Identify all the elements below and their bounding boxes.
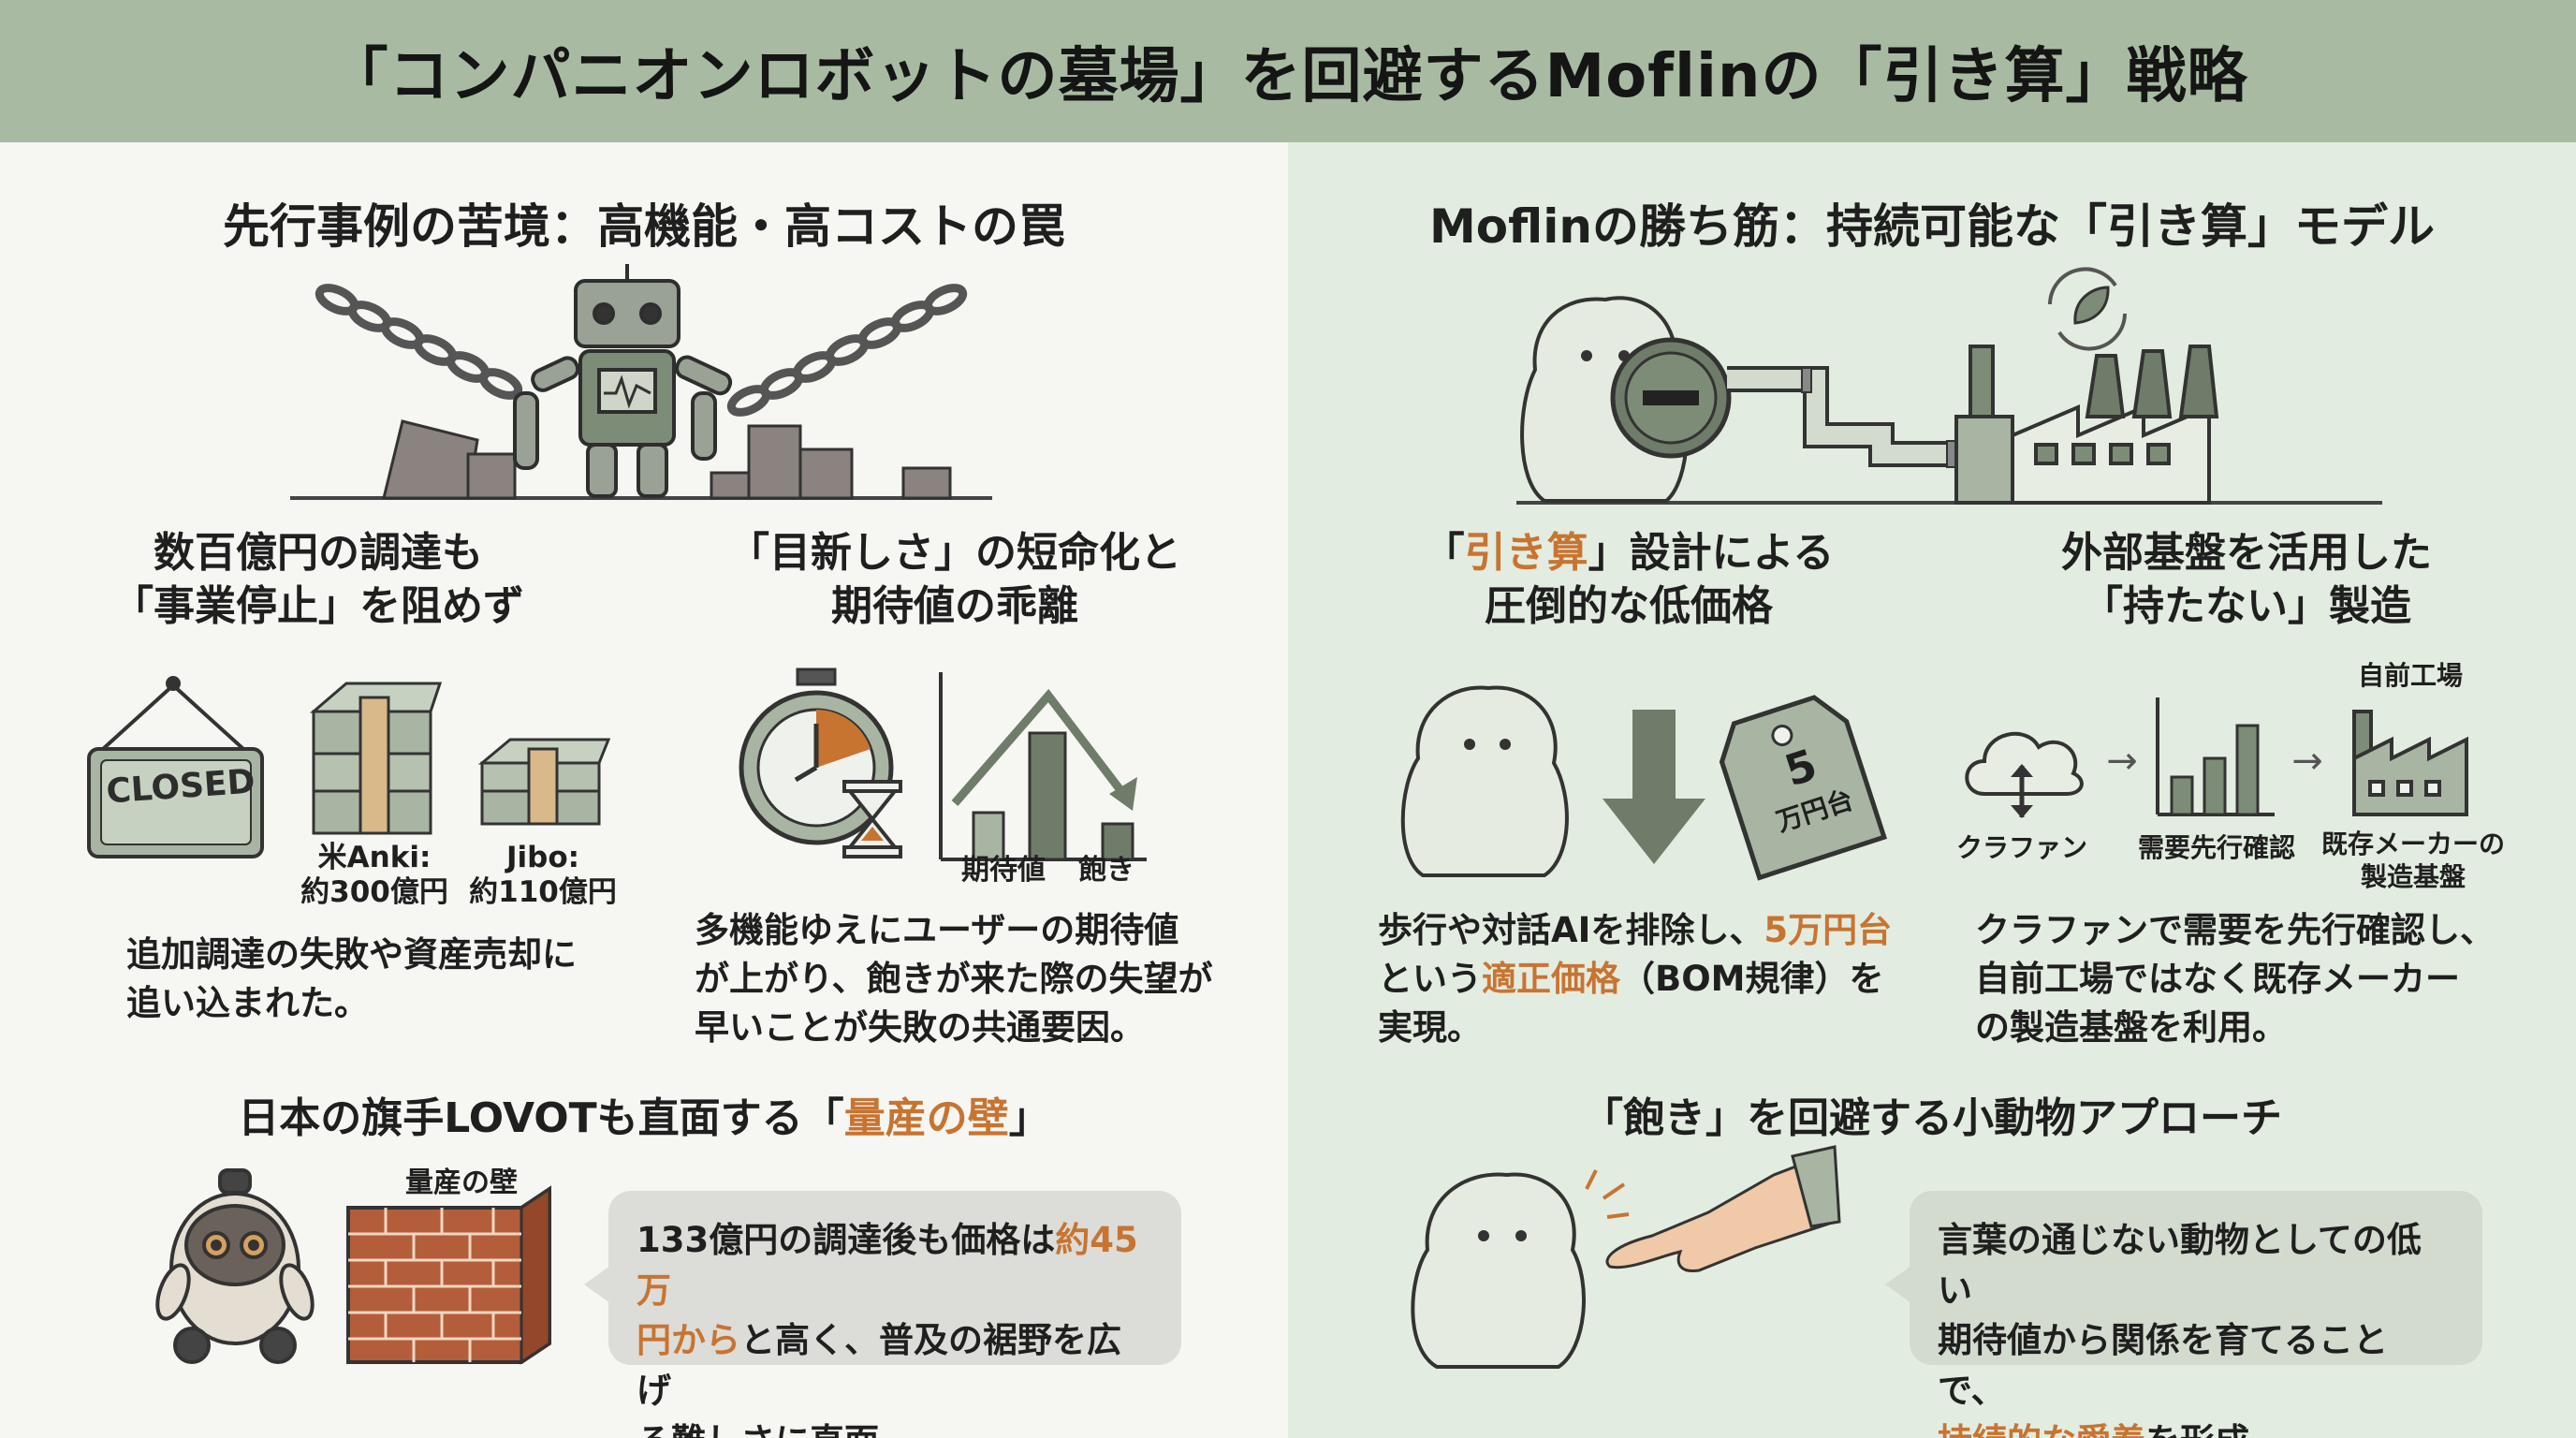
subtraction-heading-line1: 「引き算」設計による: [1367, 526, 1891, 580]
lovot-bubble-line2-text: と高く、普及の裾野を広げ: [637, 1320, 1121, 1411]
brick-wall-icon: [346, 1185, 551, 1365]
lovot-bubble-line1-text: 133億円の調達後も価格は: [637, 1220, 1056, 1260]
novelty-heading: 「目新しさ」の短命化と 期待値の乖離: [674, 526, 1236, 633]
anki-label-name: 米Anki:: [317, 841, 432, 874]
money-stack-small-icon: [477, 738, 611, 826]
flow-arrow-2: →: [2291, 740, 2323, 783]
lovot-bubble-price-highlight-2: 円から: [637, 1320, 740, 1361]
lovot-heading-pre: 日本の旗手LOVOTも直面する「: [238, 1094, 844, 1142]
asset-light-heading-line1: 外部基盤を活用した: [2061, 529, 2432, 577]
chained-robot-illustration: [290, 264, 992, 500]
novelty-description: 多機能ゆえにユーザーの期待値 が上がり、飽きが来た際の失望が 早いことが失敗の共…: [695, 906, 1275, 1051]
small-animal-bubble-line1: 言葉の通じない動物としての低い: [1938, 1220, 2422, 1311]
flow-label-manufacturer: 既存メーカーの 製造基盤: [2310, 828, 2516, 893]
price-tag-icon: [1719, 695, 1887, 881]
own-factory-label: 自前工場: [2357, 660, 2463, 691]
factory-icon: [2352, 710, 2468, 816]
subtraction-description-line2-post: （BOM規律）を: [1620, 958, 1884, 999]
left-heading: 先行事例の苦境：高機能・高コストの罠: [223, 199, 1065, 254]
demand-bars-icon: [2156, 697, 2275, 816]
asset-light-description-line2: 自前工場ではなく既存メーカー: [1975, 958, 2460, 999]
novelty-description-line3: 早いことが失敗の共通要因。: [695, 1006, 1145, 1048]
flow-label-manufacturer-line2: 製造基盤: [2360, 861, 2466, 892]
subtraction-description-line1: 歩行や対話AIを排除し、5万円台: [1378, 906, 1902, 955]
asset-light-description: クラファンで需要を先行確認し、 自前工場ではなく既存メーカー の製造基盤を利用。: [1975, 906, 2555, 1051]
closure-heading-line2: 「事業停止」を阻めず: [112, 582, 524, 631]
novelty-description-line2: が上がり、飽きが来た際の失望が: [695, 958, 1213, 999]
moflin-character-icon: [1400, 685, 1569, 877]
jibo-label: Jibo: 約110億円: [459, 841, 627, 910]
asset-light-heading: 外部基盤を活用した 「持たない」製造: [1984, 526, 2509, 633]
chart-label-expectation: 期待値: [961, 854, 1046, 887]
subtraction-description-line3: 実現。: [1378, 1006, 1482, 1048]
closure-description-line1: 追加調達の失敗や資産売却に: [126, 934, 577, 975]
small-animal-bubble: 言葉の通じない動物としての低い 期待値から関係を育てることで、 持続的な愛着を形…: [1885, 1191, 2482, 1438]
asset-light-heading-line2: 「持たない」製造: [2082, 582, 2411, 631]
subtraction-heading-line2: 圧倒的な低価格: [1485, 582, 1773, 631]
lovot-bubble: 133億円の調達後も価格は約45万 円からと高く、普及の裾野を広げ る難しさに直…: [584, 1191, 1181, 1438]
subtraction-heading-highlight: 引き算: [1464, 529, 1588, 577]
down-arrow-icon: [1603, 710, 1705, 864]
lovot-bubble-line3: る難しさに直面。: [637, 1416, 1153, 1438]
closure-description-line2: 追い込まれた。: [126, 982, 369, 1023]
right-heading: Moflinの勝ち筋：持続可能な「引き算」モデル: [1429, 199, 2435, 254]
moflin-hand-illustration: [1411, 1145, 1841, 1369]
lovot-bubble-line1: 133億円の調達後も価格は約45万: [637, 1215, 1153, 1315]
subtraction-description-line2: という適正価格（BOM規律）を: [1378, 955, 1902, 1004]
subtraction-description-fair-price: 適正価格: [1482, 958, 1620, 999]
lovot-robot-icon: [155, 1168, 315, 1364]
jibo-label-amount: 約110億円: [469, 875, 617, 910]
page-title: 「コンパニオンロボットの墓場」を回避するMoflinの「引き算」戦略: [328, 42, 2248, 111]
closed-sign-icon: [87, 676, 264, 858]
lovot-heading-post: 」: [1008, 1094, 1050, 1142]
small-animal-bubble-line3-text: を形成。: [2145, 1421, 2284, 1438]
anki-label: 米Anki: 約300億円: [290, 841, 459, 910]
closure-description: 追加調達の失敗や資産売却に 追い込まれた。: [126, 931, 651, 1028]
asset-light-description-line3: の製造基盤を利用。: [1975, 1006, 2287, 1048]
cloud-upload-icon: [1965, 731, 2084, 818]
flow-arrow-1: →: [2106, 740, 2138, 783]
stopwatch-icon: [739, 668, 902, 858]
money-stack-large-icon: [309, 682, 443, 835]
asset-light-description-line1: クラファンで需要を先行確認し、: [1975, 910, 2495, 950]
closure-heading-line1: 数百億円の調達も: [154, 529, 483, 577]
expectation-decline-chart: [939, 672, 1147, 861]
lovot-heading: 日本の旗手LOVOTも直面する「量産の壁」: [0, 1084, 1288, 1144]
subtraction-description-line2-pre: という: [1378, 958, 1482, 999]
subtraction-heading-post: 」設計による: [1588, 529, 1835, 577]
lovot-heading-highlight: 量産の壁: [843, 1094, 1009, 1142]
small-animal-bubble-line3: 持続的な愛着を形成。: [1938, 1416, 2454, 1438]
small-animal-bubble-highlight: 持続的な愛着: [1938, 1421, 2145, 1438]
title-bar: 「コンパニオンロボットの墓場」を回避するMoflinの「引き算」戦略: [0, 0, 2576, 142]
closure-heading: 数百億円の調達も 「事業停止」を阻めず: [56, 526, 580, 633]
wall-label: 量産の壁: [405, 1167, 518, 1199]
novelty-heading-line2: 期待値の乖離: [831, 582, 1078, 631]
flow-label-manufacturer-line1: 既存メーカーの: [2320, 829, 2505, 859]
chart-label-boredom: 飽き: [1078, 854, 1134, 887]
lovot-bubble-price-highlight: 約45万: [637, 1220, 1138, 1311]
lovot-bubble-line2: 円からと高く、普及の裾野を広げ: [637, 1315, 1153, 1416]
novelty-description-line1: 多機能ゆえにユーザーの期待値: [695, 910, 1179, 950]
novelty-heading-line1: 「目新しさ」の短命化と: [728, 529, 1181, 577]
flow-label-crowdfunding: クラファン: [1955, 832, 2087, 863]
small-animal-heading: 「飽き」を回避する小動物アプローチ: [1582, 1094, 2282, 1142]
flow-label-demand: 需要先行確認: [2137, 832, 2295, 863]
anki-label-amount: 約300億円: [300, 875, 448, 910]
small-animal-bubble-line2: 期待値から関係を育てることで、: [1938, 1320, 2388, 1411]
subtraction-description: 歩行や対話AIを排除し、5万円台 という適正価格（BOM規律）を 実現。: [1378, 906, 1902, 1051]
subtraction-heading-pre: 「: [1423, 529, 1465, 577]
moflin-factory-illustration: [1516, 267, 2382, 505]
subtraction-description-price: 5万円台: [1764, 910, 1893, 950]
jibo-label-name: Jibo:: [505, 841, 580, 874]
subtraction-description-line1-text: 歩行や対話AIを排除し、: [1378, 910, 1764, 950]
subtraction-heading: 「引き算」設計による 圧倒的な低価格: [1367, 526, 1891, 633]
